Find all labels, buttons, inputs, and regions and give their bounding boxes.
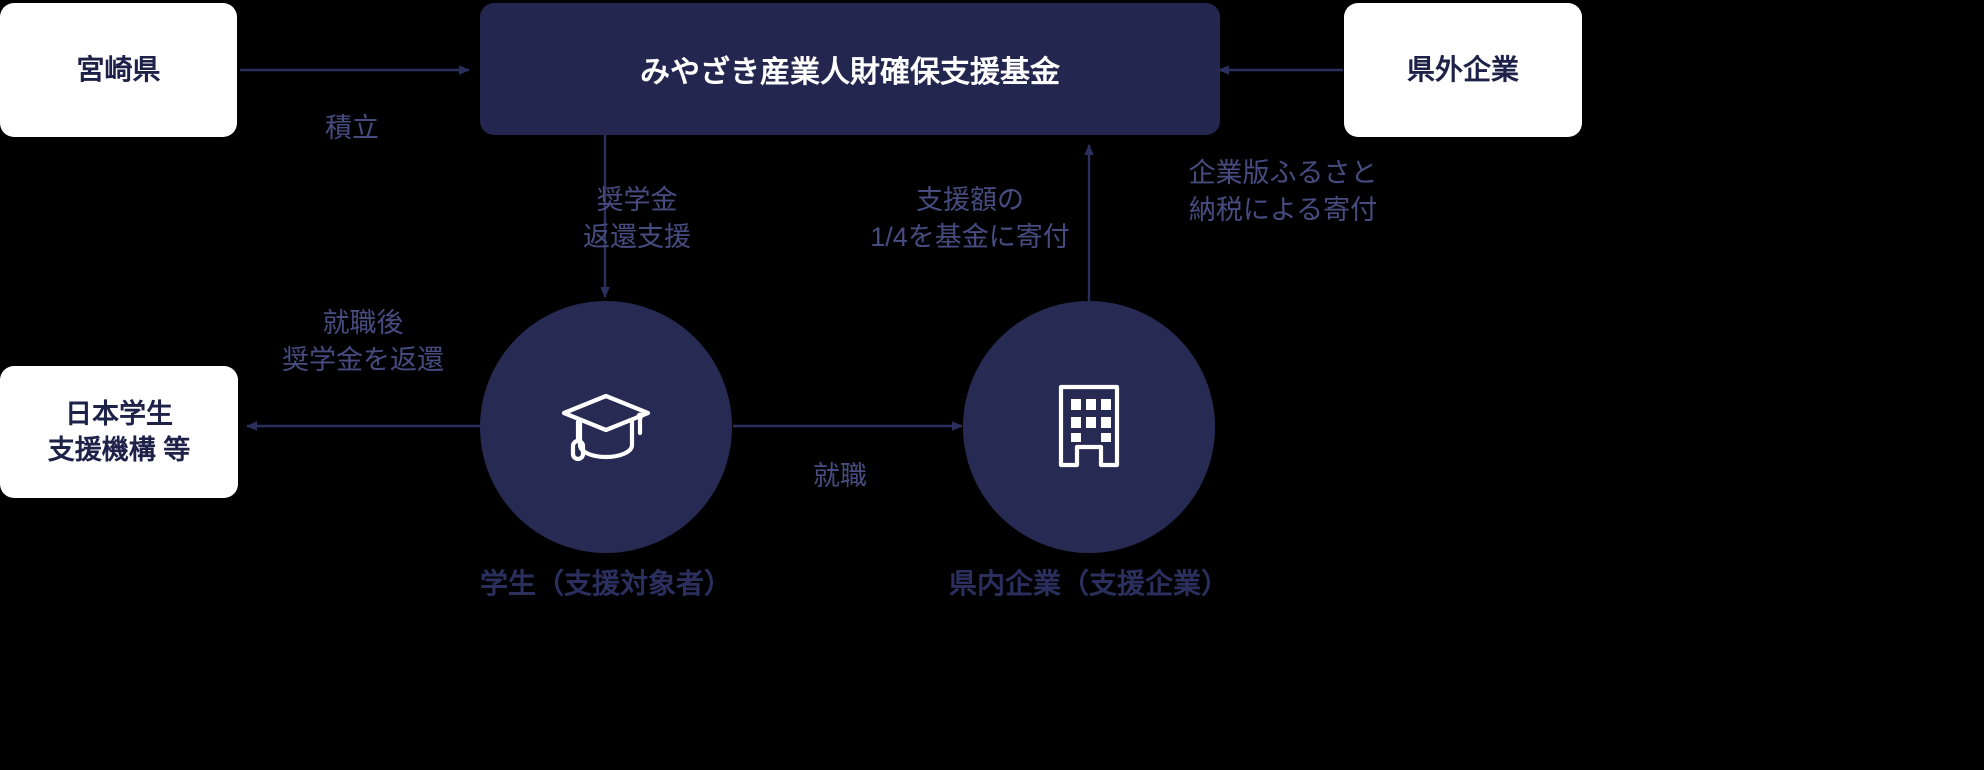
office-building-icon [1037, 373, 1141, 482]
node-fund[interactable]: みやざき産業人財確保支援基金 [480, 3, 1220, 135]
node-outside-company-label: 県外企業 [1406, 54, 1519, 86]
node-jasso-label: 日本学生 支援機構 等 [47, 398, 191, 465]
node-local-company[interactable] [963, 301, 1215, 553]
edge-label-prefecture-to-fund: 積立 [325, 113, 379, 143]
edge-label-student-to-local-company: 就職 [813, 461, 867, 491]
edge-label-student-to-jasso: 就職後 奨学金を返還 [282, 308, 444, 376]
node-student[interactable] [480, 301, 732, 553]
caption-local-company: 県内企業（支援企業） [948, 568, 1229, 599]
node-jasso[interactable]: 日本学生 支援機構 等 [0, 366, 238, 498]
node-prefecture[interactable]: 宮崎県 [0, 3, 237, 137]
edge-label-fund-to-student: 奨学金 返還支援 [583, 185, 691, 253]
node-prefecture-label: 宮崎県 [76, 54, 161, 86]
node-outside-company[interactable]: 県外企業 [1344, 3, 1582, 137]
node-fund-label: みやざき産業人財確保支援基金 [640, 56, 1060, 89]
edge-label-local-company-to-fund: 支援額の 1/4を基金に寄付 [870, 185, 1070, 253]
edge-label-outside-company-to-fund: 企業版ふるさと 納税による寄付 [1188, 158, 1378, 226]
caption-student: 学生（支援対象者） [479, 568, 732, 599]
graduation-cap-icon [554, 373, 658, 482]
